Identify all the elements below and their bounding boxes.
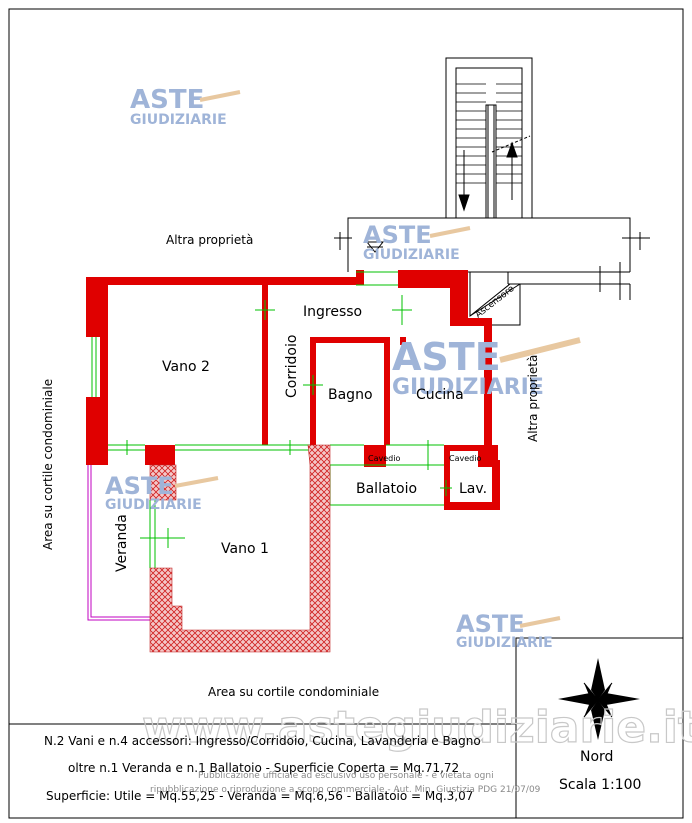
room-label-corridoio: Corridoio (284, 335, 300, 398)
svg-text:GIUDIZIARIE: GIUDIZIARIE (363, 247, 460, 263)
room-label-cavedio-left: Cavedio (368, 454, 400, 463)
svg-text:ASTE: ASTE (363, 221, 432, 249)
legend-line-1: N.2 Vani e n.4 accessori: Ingresso/Corri… (44, 734, 481, 748)
room-label-cavedio-right: Cavedio (449, 454, 481, 463)
room-label-cucina: Cucina (416, 387, 464, 403)
north-compass-icon (558, 658, 640, 740)
vano1-hatched-walls (149, 444, 331, 653)
svg-text:GIUDIZIARIE: GIUDIZIARIE (392, 375, 544, 400)
legend-line-3: Superficie: Utile = Mq.55,25 - Veranda =… (46, 789, 473, 803)
svg-text:ASTE: ASTE (392, 335, 501, 379)
aste-logo: ASTE GIUDIZIARIE (456, 610, 561, 651)
north-label: Nord (580, 749, 613, 765)
room-label-lav: Lav. (459, 481, 487, 497)
label-cortile-left: Area su cortile condominiale (41, 379, 55, 550)
svg-text:GIUDIZIARIE: GIUDIZIARIE (105, 497, 202, 513)
svg-text:GIUDIZIARIE: GIUDIZIARIE (456, 635, 553, 651)
aste-logo: ASTE GIUDIZIARIE (363, 221, 471, 263)
legend-line-2: oltre n.1 Veranda e n.1 Ballatoio - Supe… (68, 761, 459, 775)
aste-logo: ASTE GIUDIZIARIE (105, 472, 219, 513)
aste-logo: ASTE GIUDIZIARIE (392, 335, 581, 400)
room-label-vano1: Vano 1 (221, 541, 269, 557)
site-watermark: www.astegiudiziarie.it (142, 702, 692, 753)
room-label-vano2: Vano 2 (162, 359, 210, 375)
room-label-veranda: Veranda (114, 514, 130, 572)
svg-text:ASTE: ASTE (456, 610, 525, 638)
room-label-bagno: Bagno (328, 387, 373, 403)
notice-line-1: Pubblicazione ufficiale ad esclusivo uso… (198, 770, 494, 781)
sheet-frame (8, 8, 684, 819)
room-label-ballatoio: Ballatoio (356, 481, 417, 497)
veranda-outline (87, 465, 150, 621)
compass-box (515, 637, 683, 818)
scale-label: Scala 1:100 (559, 777, 641, 793)
aste-logo: ASTE GIUDIZIARIE (130, 85, 241, 128)
openings (91, 271, 452, 568)
label-altra-proprieta-right: Altra proprietà (526, 355, 540, 442)
svg-text:ASTE: ASTE (105, 472, 174, 500)
label-cortile-bottom: Area su cortile condominiale (208, 685, 379, 699)
svg-text:ASTE: ASTE (130, 85, 204, 115)
svg-text:GIUDIZIARIE: GIUDIZIARIE (130, 112, 227, 128)
notice-line-2: ripubblicazione o riproduzione a scopo c… (150, 785, 541, 795)
stairwell (445, 57, 533, 219)
room-label-ingresso: Ingresso (303, 304, 362, 320)
label-altra-proprieta-top: Altra proprietà (166, 233, 253, 247)
